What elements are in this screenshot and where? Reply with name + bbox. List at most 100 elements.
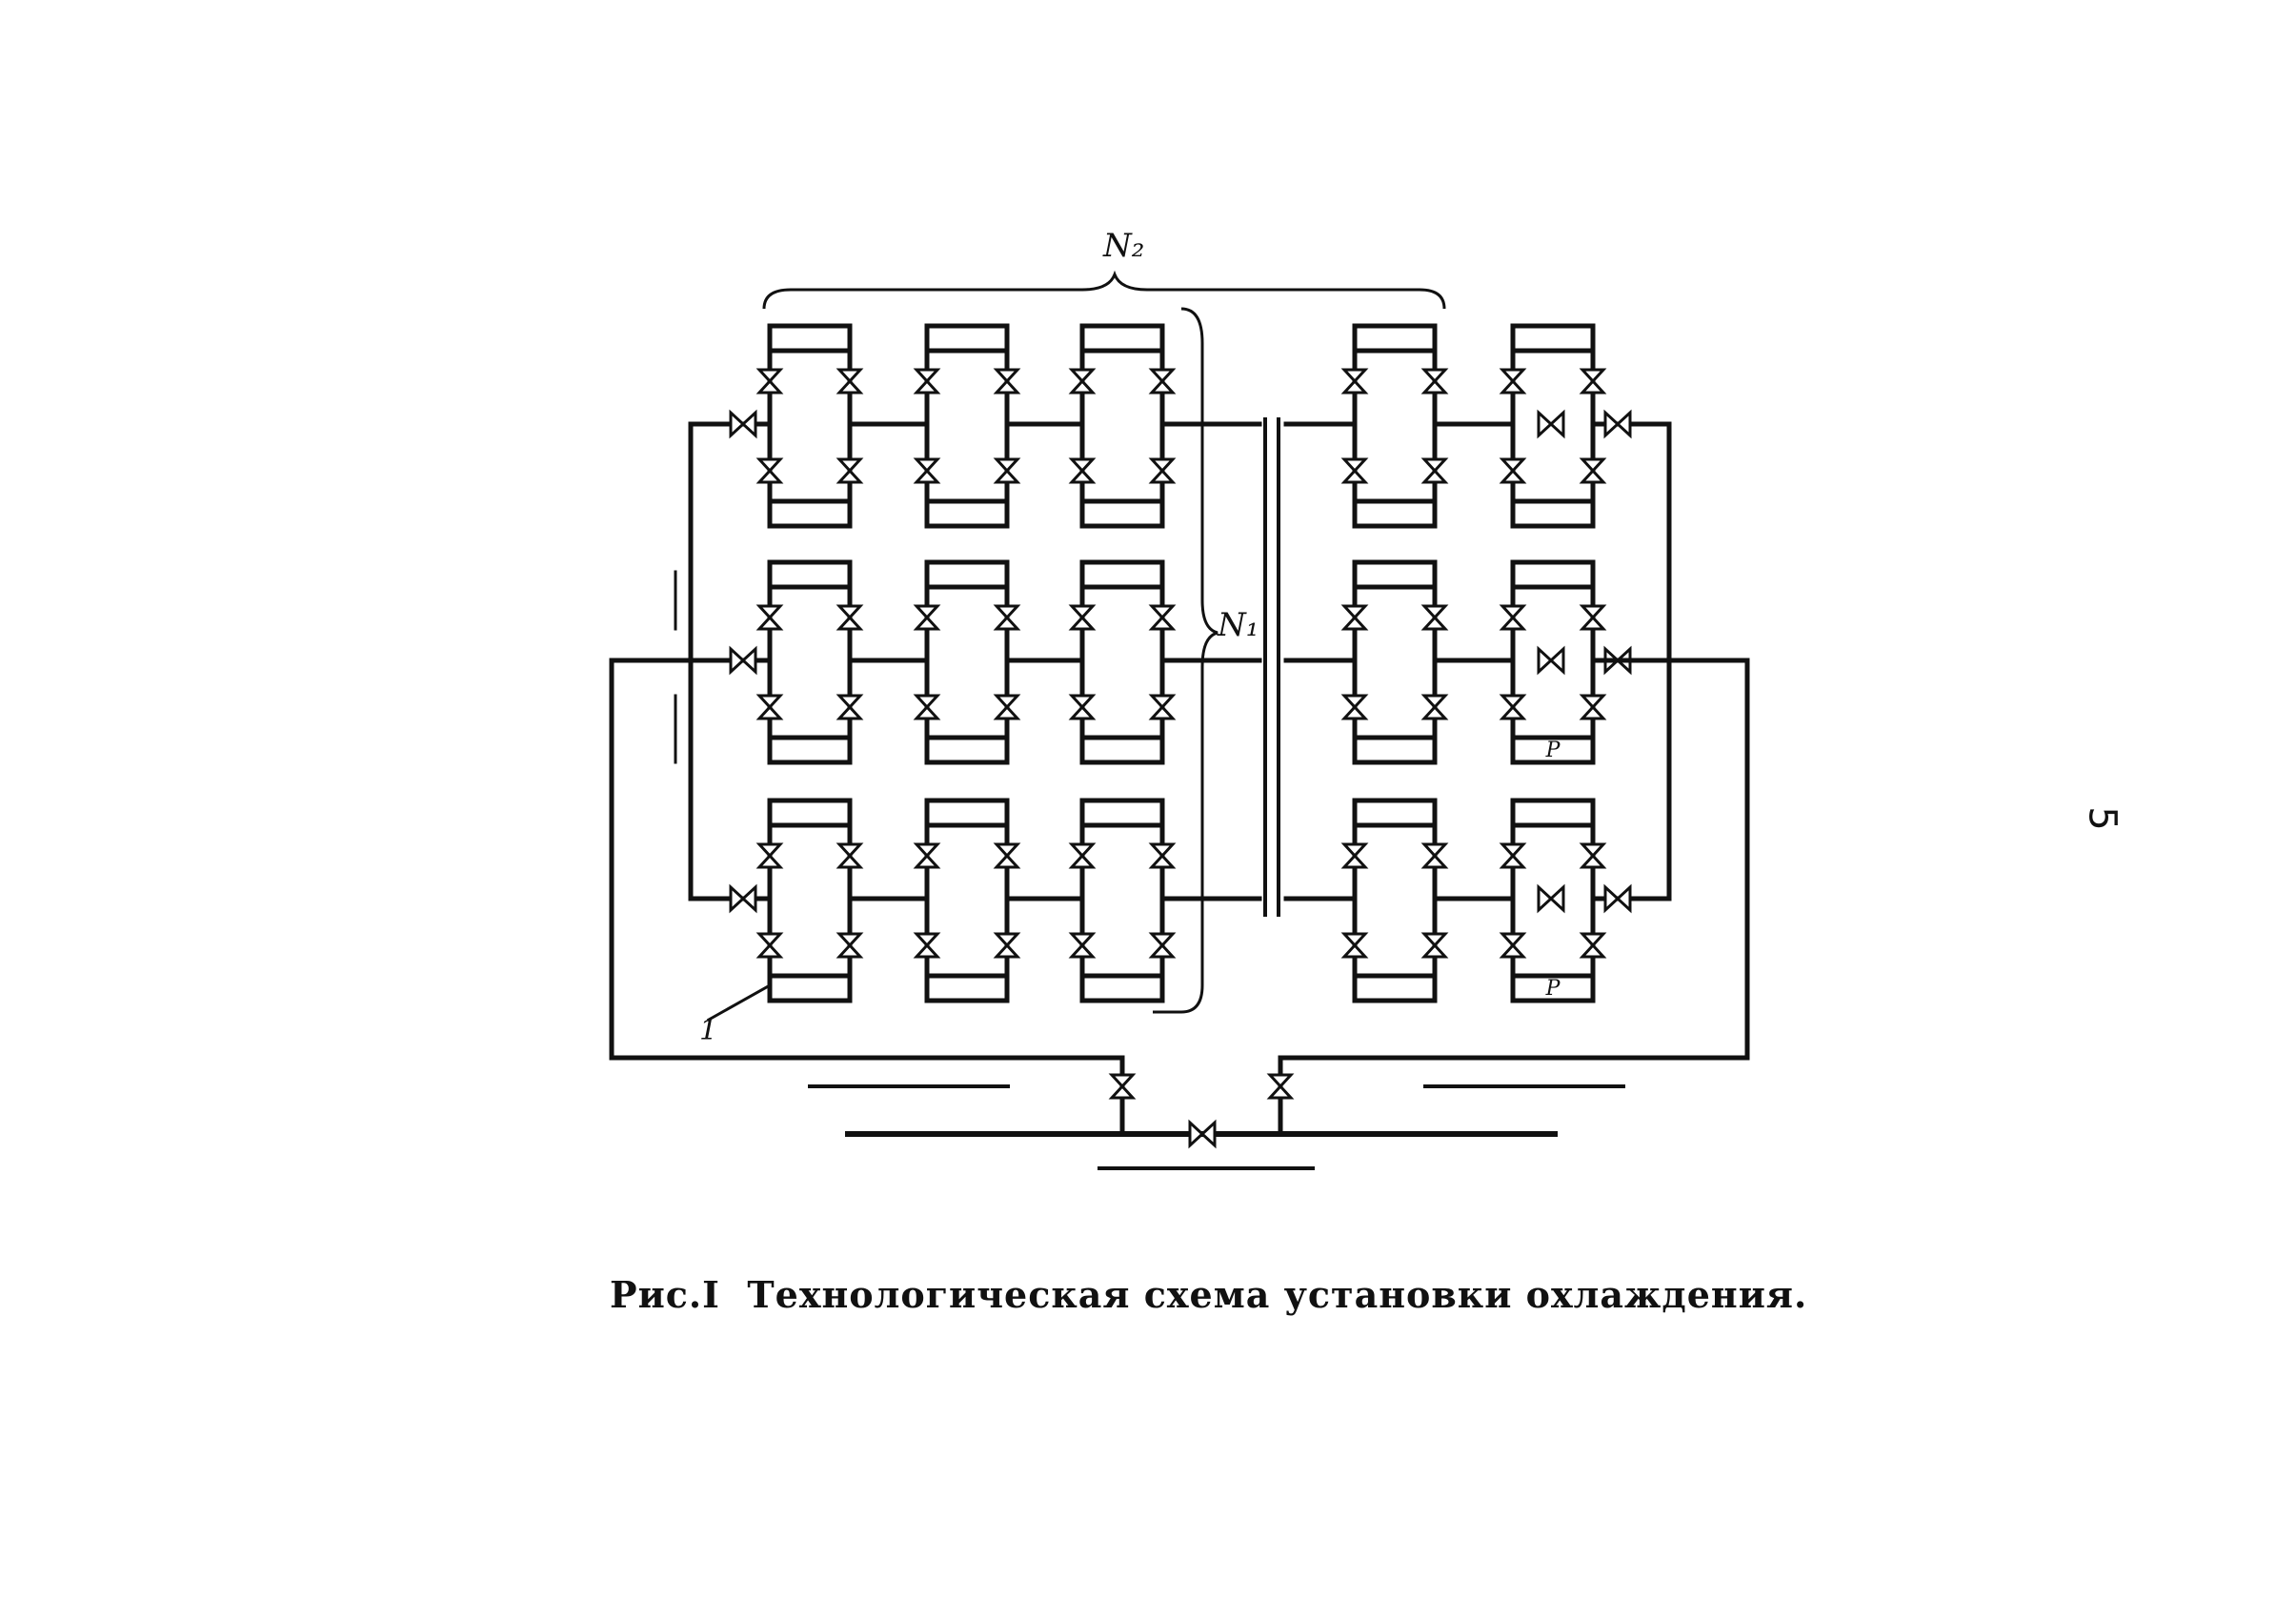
valve-icon [1148, 368, 1177, 395]
valve-icon [913, 368, 941, 395]
valve-icon [1340, 932, 1369, 959]
cooling-module [913, 559, 1021, 765]
valve-icon [1499, 457, 1527, 484]
brace-n1 [1153, 307, 1218, 1014]
module-header [1079, 798, 1165, 828]
leader-line [706, 982, 773, 1023]
module-header [1079, 559, 1165, 590]
module-header [924, 735, 1010, 765]
module-header [1510, 735, 1596, 765]
cooling-module [913, 323, 1021, 529]
module-header [924, 798, 1010, 828]
item-label-1: 1 [699, 1014, 718, 1047]
valve-icon [1579, 842, 1607, 869]
module-header [1079, 735, 1165, 765]
module-header [1352, 735, 1438, 765]
module-header [1352, 973, 1438, 1003]
valve-icon [1420, 604, 1449, 631]
valve-icon [913, 694, 941, 720]
valve-icon [1148, 604, 1177, 631]
valve-icon [755, 368, 784, 395]
module-mark: P [1545, 977, 1561, 1001]
valve-icon [1499, 368, 1527, 395]
module-header [1079, 498, 1165, 529]
valve-icon [1579, 457, 1607, 484]
valve-icon [1340, 457, 1369, 484]
valve-icon [836, 604, 864, 631]
valve-icon [913, 457, 941, 484]
valve-icon [755, 932, 784, 959]
valve-icon [1148, 932, 1177, 959]
valve-icon [913, 604, 941, 631]
valve-icon [755, 457, 784, 484]
module-header [1079, 323, 1165, 354]
figure-caption: Рис.I Технологическая схема установки ох… [610, 1273, 1808, 1316]
valve-icon [1148, 842, 1177, 869]
module-header [924, 559, 1010, 590]
cooling-module [755, 798, 864, 1003]
valve-icon [755, 842, 784, 869]
module-header [767, 559, 853, 590]
module-header [1352, 323, 1438, 354]
valve-icon [993, 457, 1021, 484]
valve-icon [1579, 604, 1607, 631]
cooling-module: P [1499, 559, 1607, 765]
valve-icon [1266, 1073, 1295, 1100]
valve-icon [729, 645, 757, 676]
valve-icon [1420, 368, 1449, 395]
valve-icon [1420, 842, 1449, 869]
valve-icon [1188, 1119, 1217, 1149]
valve-icon [1068, 368, 1097, 395]
cooling-module [1340, 798, 1449, 1003]
module-header [1352, 798, 1438, 828]
module-header [767, 498, 853, 529]
valve-icon [993, 932, 1021, 959]
valve-icon [1068, 842, 1097, 869]
cooling-module [1068, 798, 1177, 1003]
valve-icon [1068, 604, 1097, 631]
valve-icon [836, 457, 864, 484]
valve-icon [1108, 1073, 1137, 1100]
valve-icon [1537, 645, 1565, 676]
valve-icon [1148, 457, 1177, 484]
valve-icon [1499, 694, 1527, 720]
valve-icon [1579, 932, 1607, 959]
valve-icon [755, 604, 784, 631]
cooling-module [913, 798, 1021, 1003]
valve-icon [1499, 842, 1527, 869]
valve-icon [1499, 604, 1527, 631]
valve-icon [1068, 694, 1097, 720]
valve-icon [1537, 883, 1565, 914]
module-header [924, 323, 1010, 354]
module-header [1510, 323, 1596, 354]
valve-icon [836, 932, 864, 959]
module-header [1510, 559, 1596, 590]
valve-icon [1148, 694, 1177, 720]
valve-icon [1340, 604, 1369, 631]
valve-icon [755, 694, 784, 720]
valve-icon [913, 842, 941, 869]
brace-n2 [762, 270, 1446, 310]
valve-icon [1068, 932, 1097, 959]
valve-icon [1420, 932, 1449, 959]
valve-icon [993, 604, 1021, 631]
valve-icon [993, 368, 1021, 395]
cooling-module [1340, 323, 1449, 529]
valve-icon [836, 694, 864, 720]
valve-icon [1579, 368, 1607, 395]
valve-icon [1340, 694, 1369, 720]
valve-icon [836, 842, 864, 869]
module-header [1510, 973, 1596, 1003]
cooling-module [1068, 323, 1177, 529]
valve-icon [836, 368, 864, 395]
valve-icon [1537, 409, 1565, 439]
group-label-n1: N₁ [1218, 606, 1259, 644]
group-label-n2: N₂ [1103, 227, 1145, 265]
piping [609, 270, 1750, 1170]
module-header [767, 735, 853, 765]
cooling-module [1340, 559, 1449, 765]
valve-icon [1420, 694, 1449, 720]
valve-icon [1340, 368, 1369, 395]
